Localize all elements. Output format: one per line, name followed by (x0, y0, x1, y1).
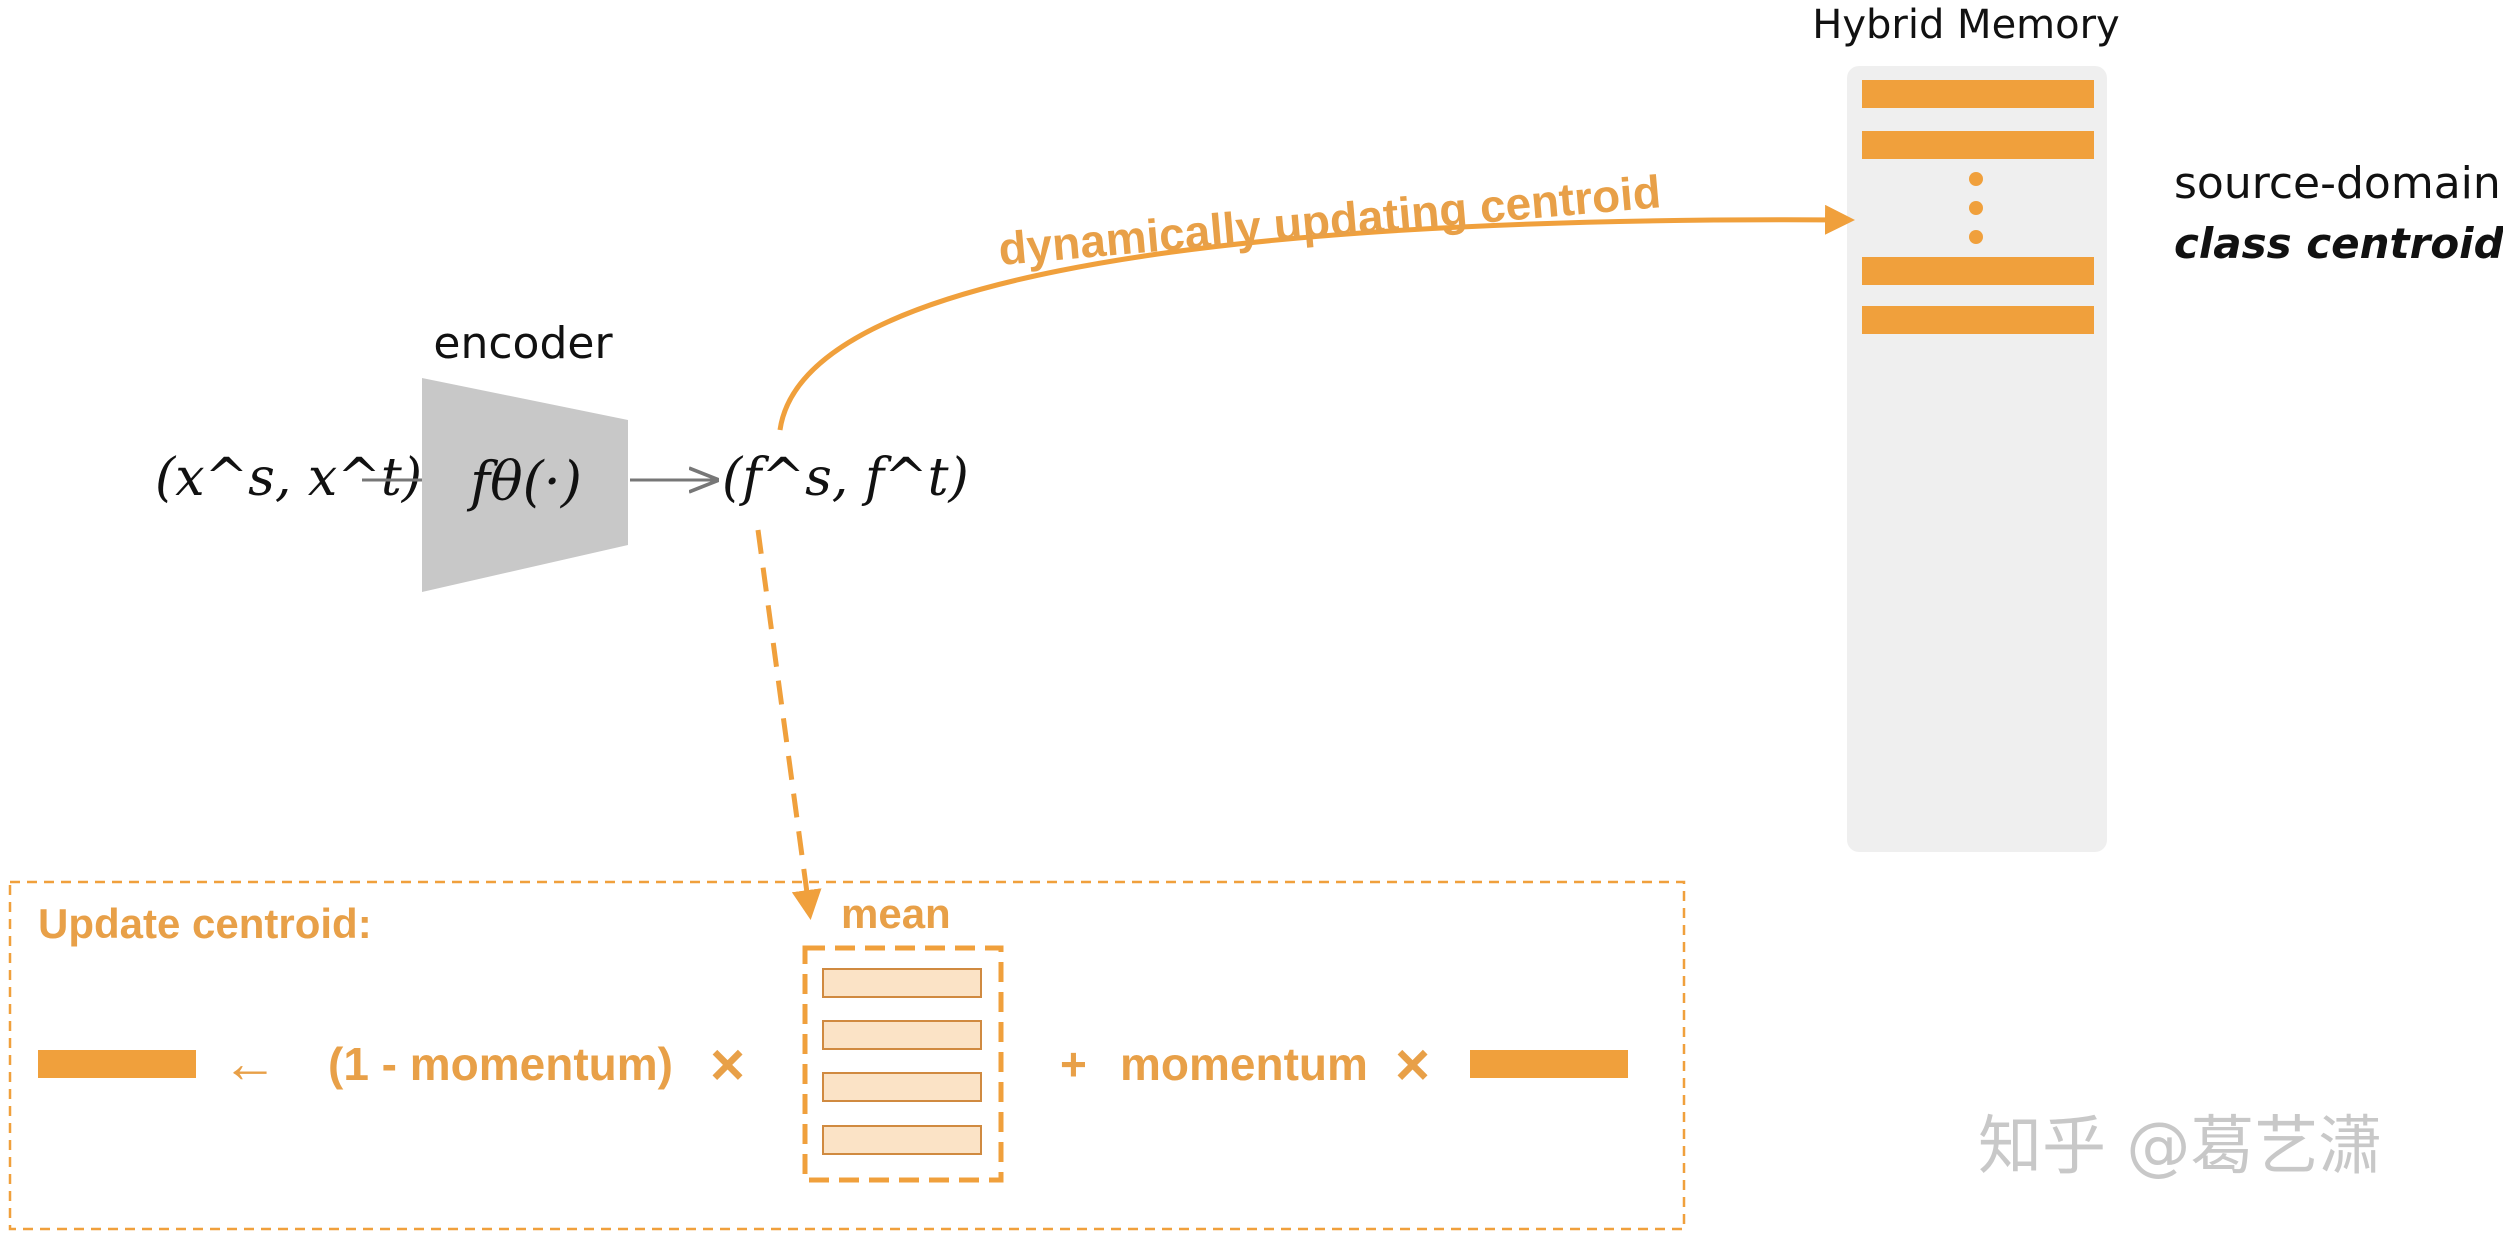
mean-feature-bar-3 (822, 1072, 982, 1102)
hybrid-memory-title: Hybrid Memory (1812, 2, 2119, 48)
momentum-label: momentum (1120, 1038, 1368, 1090)
mean-feature-bar-4 (822, 1125, 982, 1155)
encoder-function: fθ(·) (466, 450, 582, 513)
mean-feature-bar-2 (822, 1020, 982, 1050)
centroid-update-label: dynamically updating centroid (996, 165, 1663, 275)
features-to-mean-dashed-arrow (755, 529, 822, 920)
update-centroid-title: Update centroid: (38, 900, 372, 947)
memory-ellipsis-dot-3 (1969, 230, 1983, 244)
memory-centroid-bar-4 (1862, 306, 2094, 334)
encoder-title: encoder (433, 318, 613, 369)
output-label: (f^s, f^t) (722, 448, 969, 508)
update-centroid-box (8, 880, 1686, 1231)
memory-side-label-line2: class centroids (2174, 219, 2503, 268)
memory-ellipsis-dot-1 (1969, 172, 1983, 186)
mean-label: mean (841, 890, 951, 937)
memory-centroid-bar-1 (1862, 80, 2094, 108)
memory-side-label-line1: source-domain (2174, 158, 2501, 209)
plus-symbol: + (1060, 1038, 1087, 1090)
encoder-block (422, 378, 628, 592)
memory-centroid-bar-3 (1862, 257, 2094, 285)
assign-arrow: ← (222, 1031, 278, 1094)
memory-centroid-bar-2 (1862, 131, 2094, 159)
times-symbol-1: × (710, 1031, 745, 1098)
one-minus-momentum-label: (1 - momentum) (328, 1038, 673, 1090)
memory-ellipsis-dot-2 (1969, 201, 1983, 215)
updated-centroid-bar (38, 1050, 196, 1078)
input-label: (x^s, x^t) (155, 448, 422, 508)
centroid-update-curve-arrow (777, 204, 1855, 431)
watermark-text: 知乎 @葛艺潇 (1978, 1110, 2382, 1184)
times-symbol-2: × (1395, 1031, 1430, 1098)
mean-group-box (802, 945, 1004, 1183)
mean-feature-bar-1 (822, 968, 982, 998)
previous-centroid-bar (1470, 1050, 1628, 1078)
